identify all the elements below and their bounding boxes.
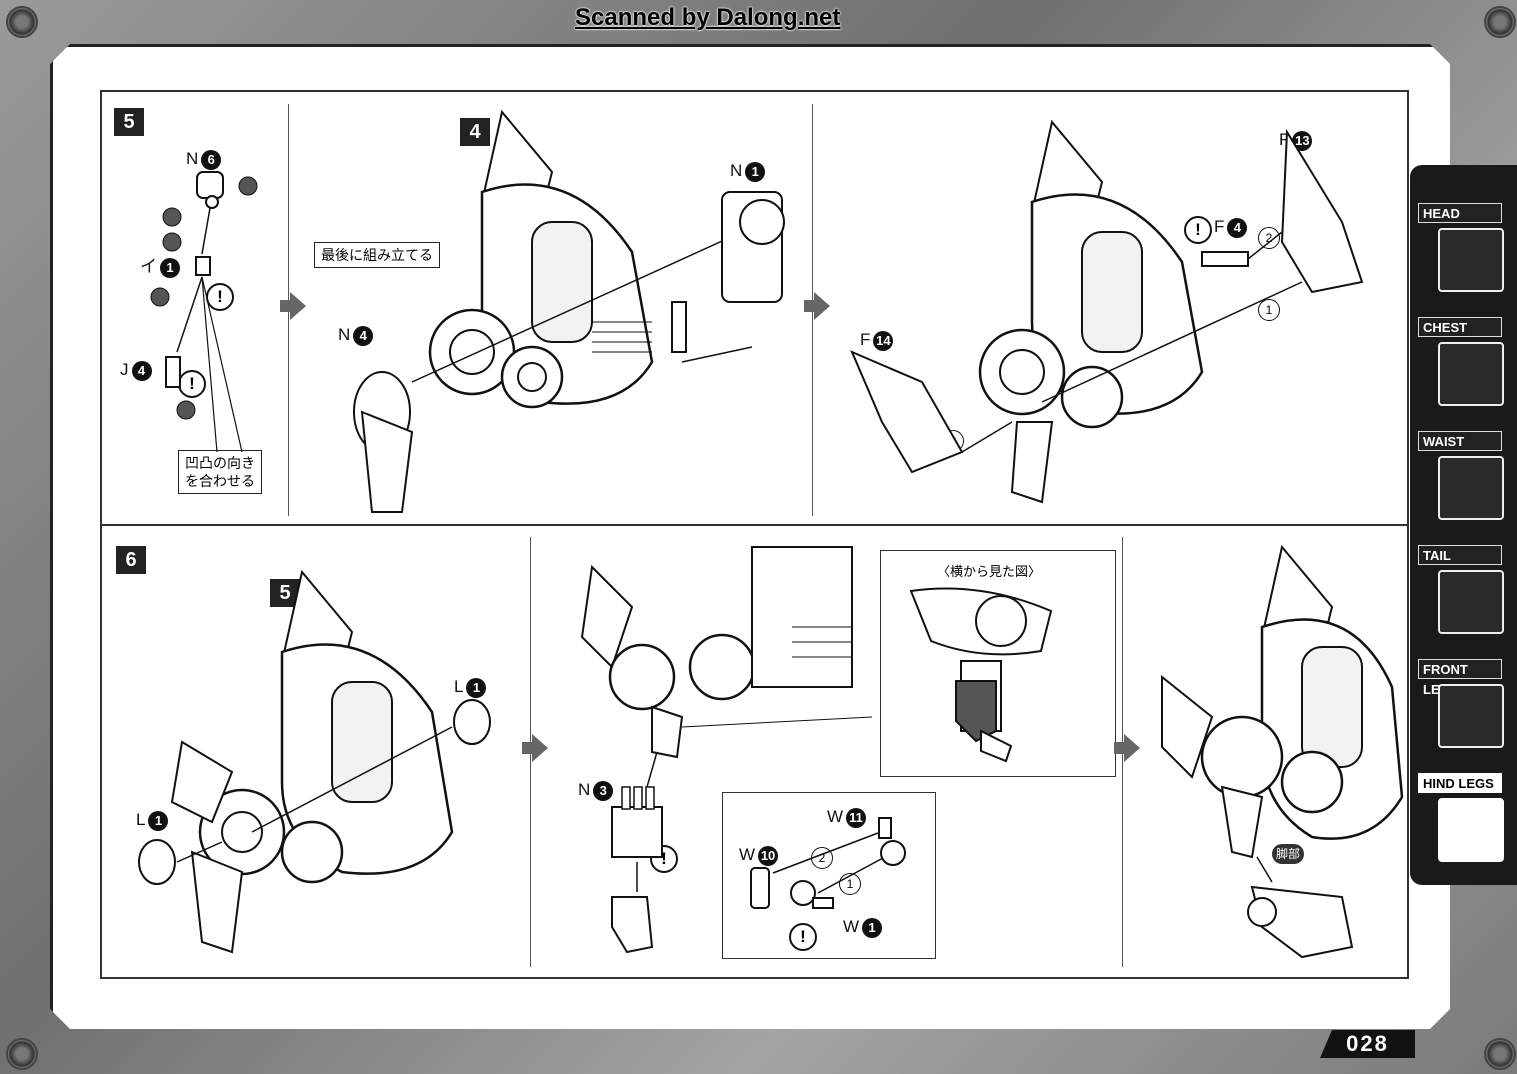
part-letter: N <box>186 149 199 168</box>
part-number: 10 <box>758 845 779 866</box>
front-legs-icon <box>1438 684 1504 748</box>
corner-bolt-bottom-left <box>6 1038 38 1070</box>
corner-bolt-top-left <box>6 6 38 38</box>
part-number: 4 <box>1227 217 1248 238</box>
side-view-drawing <box>909 587 1053 763</box>
part-number: 4 <box>353 325 374 346</box>
part-letter: N <box>730 161 743 180</box>
next-arrow-stem <box>1114 742 1124 754</box>
part-number: 1 <box>466 677 487 698</box>
warning-icon: ! <box>206 283 234 311</box>
part-letter: W <box>827 807 844 826</box>
part-number: 11 <box>846 807 867 828</box>
foot-label: 脚部 <box>1272 844 1304 864</box>
tab-head[interactable]: HEAD <box>1418 203 1502 223</box>
part-number: 1 <box>160 257 180 278</box>
step-5-number: 5 <box>114 108 144 136</box>
part-number: 14 <box>873 330 894 351</box>
warning-icon: ! <box>789 923 817 951</box>
corner-bolt-bottom-right <box>1484 1038 1516 1070</box>
step-6-number: 6 <box>116 546 146 574</box>
assemble-last-note: 最後に組み立てる <box>314 242 440 268</box>
step6-leg-joint-drawing <box>580 546 873 954</box>
step5-body-assembly-drawing <box>353 109 785 513</box>
waist-icon <box>1438 456 1504 520</box>
part-letter: F <box>860 330 871 349</box>
part-letter: N <box>578 780 591 799</box>
chest-icon <box>1438 342 1504 406</box>
side-view-title: 〈横から見た図〉 <box>937 564 1042 579</box>
page-number: 028 <box>1320 1030 1415 1058</box>
step-divider <box>102 524 1407 526</box>
next-arrow <box>290 292 306 320</box>
part-number: 1 <box>148 810 169 831</box>
tab-front-legs[interactable]: FRONT LEGS <box>1418 659 1502 697</box>
corner-bolt-top-right <box>1484 6 1516 38</box>
part-number: 1 <box>745 161 766 182</box>
substep-4-number: 4 <box>460 118 490 146</box>
tab-chest[interactable]: CHEST <box>1418 317 1502 337</box>
next-arrow-stem <box>522 742 532 754</box>
step6-completed-leg-drawing <box>1161 544 1404 959</box>
part-letter: イ <box>140 257 157 276</box>
part-number: 3 <box>593 780 614 801</box>
part-letter: L <box>136 810 146 829</box>
next-arrow <box>814 292 830 320</box>
w-parts-drawing <box>750 817 906 909</box>
order-2-marker: 2 <box>1258 227 1280 249</box>
part-number: 1 <box>862 917 883 938</box>
next-arrow <box>532 734 548 762</box>
tab-tail[interactable]: TAIL <box>1418 545 1502 565</box>
scan-credit: Scanned by Dalong.net <box>575 4 841 31</box>
head-icon <box>1438 228 1504 292</box>
next-arrow <box>1124 734 1140 762</box>
part-letter: W <box>843 917 860 936</box>
hind-legs-icon <box>1438 798 1504 862</box>
part-letter: W <box>739 845 756 864</box>
step5-wing-assembly-drawing <box>850 119 1364 504</box>
part-letter: J <box>120 360 129 379</box>
warning-icon: ! <box>1184 216 1212 244</box>
part-letter: F <box>1279 130 1290 149</box>
tab-hind-legs[interactable]: HIND LEGS <box>1418 773 1502 793</box>
part-number: 4 <box>131 360 152 381</box>
step5-small-parts-drawing <box>150 171 258 453</box>
align-note: 凹凸の向き を合わせる <box>178 450 262 494</box>
part-number: 6 <box>201 149 222 170</box>
part-number: 13 <box>1292 130 1313 151</box>
part-letter: N <box>338 325 351 344</box>
tab-waist[interactable]: WAIST <box>1418 431 1502 451</box>
next-arrow-stem <box>804 300 814 312</box>
tail-icon <box>1438 570 1504 634</box>
step6-hip-assembly-drawing <box>138 569 491 954</box>
side-view-callout: 〈横から見た図〉 <box>880 550 1116 777</box>
part-letter: L <box>454 677 464 696</box>
order-1-marker: 1 <box>1258 299 1280 321</box>
part-letter: F <box>1214 217 1225 236</box>
next-arrow-stem <box>280 300 290 312</box>
